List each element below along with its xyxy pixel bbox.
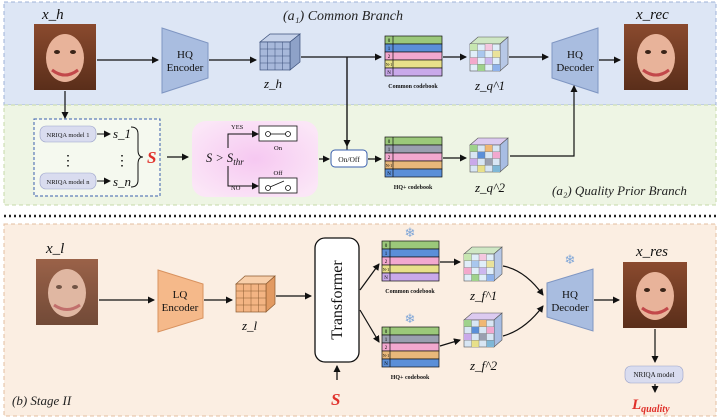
- common-codebook-s2-row3: N-1: [383, 267, 389, 272]
- feature-label-zf1: z_f^1: [469, 288, 497, 303]
- transformer-block: [314, 237, 360, 363]
- snowflake-icon-codebook-hqplus: ❄: [405, 311, 416, 326]
- nriqa-vdots-left: ⋮: [61, 154, 75, 169]
- stage2-title: (b) Stage II: [12, 393, 72, 408]
- latent-label-zh: z_h: [263, 76, 282, 91]
- hq-plus-codebook-s2: [381, 326, 440, 368]
- hq-decoder-block-s1: [551, 27, 599, 94]
- hq-encoder-line1: HQ: [177, 49, 193, 61]
- quality-branch-title: (a₂) Quality Prior Branch: [552, 183, 687, 198]
- latent-cube-zh: [259, 33, 301, 71]
- common-codebook-s1-row2: 2: [388, 55, 391, 60]
- feature-cube-zf2: [463, 312, 503, 348]
- aggregated-score-s: S: [147, 148, 156, 167]
- nriqa-model-n-label: NRIQA model n: [47, 179, 91, 186]
- switch-off-icon: [258, 177, 298, 194]
- common-codebook-s1-caption: Common codebook: [388, 84, 438, 90]
- hq-encoder-block: [161, 27, 209, 94]
- hq-decoder-s1-line2: Decoder: [556, 62, 594, 74]
- lq-encoder-line2: Encoder: [162, 302, 199, 314]
- hq-plus-codebook-s1-caption: HQ+ codebook: [394, 185, 433, 191]
- condition-flow-lines: [227, 130, 259, 190]
- common-codebook-s2-row0: 0: [385, 244, 388, 249]
- hq-plus-codebook-s2-caption: HQ+ codebook: [391, 375, 430, 381]
- feature-label-zf2: z_f^2: [469, 358, 498, 373]
- score-s1: s_1: [113, 126, 131, 141]
- hq-plus-codebook-s1-row3: N-1: [386, 163, 392, 168]
- hq-encoder-line2: Encoder: [167, 62, 204, 74]
- hq-decoder-s2-line2: Decoder: [551, 302, 589, 314]
- common-codebook-s2-row1: 1: [385, 252, 388, 257]
- common-codebook-s1-row1: 1: [388, 47, 391, 52]
- snowflake-icon-decoder: ❄: [565, 252, 576, 267]
- switch-on-label: On: [274, 145, 283, 152]
- common-branch-title: (a₁) Common Branch: [283, 9, 403, 24]
- quantized-label-zq1: z_q^1: [474, 78, 505, 93]
- hq-plus-codebook-s1-row2: 2: [388, 156, 391, 161]
- score-sn: s_n: [113, 174, 131, 189]
- latent-label-zl: z_l: [241, 318, 258, 333]
- common-codebook-s2-row2: 2: [385, 260, 388, 265]
- hq-decoder-s1-line1: HQ: [567, 49, 583, 61]
- input-face-image-hq: [34, 24, 96, 90]
- nriqa-model-box-s2: [624, 365, 684, 384]
- hq-plus-codebook-s2-row3: N-1: [383, 353, 389, 358]
- stage2-panel: [3, 223, 717, 417]
- common-codebook-s1-row0: 0: [388, 39, 391, 44]
- nriqa-model-1-box: [39, 125, 97, 143]
- output-face-image-rec: [624, 24, 688, 90]
- hq-plus-codebook-s1-row0: 0: [388, 140, 391, 145]
- nriqa-model-n-box: [39, 172, 97, 190]
- quantized-cube-zq2: [469, 137, 509, 173]
- nriqa-arrows: [97, 130, 111, 185]
- stage2-score-s: S: [331, 390, 340, 409]
- hq-plus-codebook-s1-row1: 1: [388, 148, 391, 153]
- common-codebook-s1: [384, 35, 443, 77]
- latent-cube-zl: [235, 275, 276, 313]
- condition-yes-label: YES: [231, 124, 244, 131]
- hq-plus-codebook-s2-row1: 1: [385, 338, 388, 343]
- lq-encoder-block: [157, 269, 204, 333]
- input-face-image-lq: [36, 259, 98, 325]
- score-brace: [130, 126, 144, 188]
- hq-plus-codebook-s2-row0: 0: [385, 330, 388, 335]
- output-label-xrec: x_rec: [635, 7, 669, 23]
- stage2-arrows: [99, 258, 659, 393]
- common-codebook-s1-row4: N: [387, 71, 391, 76]
- onoff-label: On/Off: [338, 155, 360, 164]
- snowflake-icon-codebook-common: ❄: [405, 225, 416, 240]
- nriqa-vdots-right: ⋮: [115, 154, 129, 169]
- common-codebook-s2: [381, 240, 440, 282]
- quantized-label-zq2: z_q^2: [474, 180, 506, 195]
- nriqa-model-label-s2: NRIQA model: [633, 371, 674, 379]
- output-label-xres: x_res: [635, 244, 668, 260]
- onoff-box: [330, 149, 368, 168]
- common-codebook-s2-row4: N: [384, 276, 388, 281]
- condition-no-label: NO: [231, 185, 241, 192]
- input-label-xl: x_l: [45, 241, 64, 257]
- hq-plus-codebook-s2-row2: 2: [385, 346, 388, 351]
- hq-plus-codebook-s2-row4: N: [384, 362, 388, 367]
- hq-decoder-s2-line1: HQ: [562, 289, 578, 301]
- common-codebook-s1-row3: N-1: [386, 62, 392, 67]
- common-codebook-s2-caption: Common codebook: [385, 289, 435, 295]
- feature-cube-zf1: [463, 246, 503, 282]
- transformer-label: Transformer: [329, 260, 346, 340]
- hq-plus-codebook-s1-row4: N: [387, 172, 391, 177]
- lq-encoder-line1: LQ: [173, 289, 188, 301]
- quantized-cube-zq1: [469, 36, 509, 72]
- nriqa-model-1-label: NRIQA model 1: [47, 132, 90, 139]
- switch-off-label: Off: [274, 170, 284, 177]
- input-label-xh: x_h: [41, 7, 64, 23]
- hq-plus-codebook-s1: [384, 136, 443, 178]
- switch-on-icon: [258, 125, 298, 142]
- output-face-image-res: [623, 262, 687, 328]
- hq-decoder-block-s2: [546, 268, 594, 332]
